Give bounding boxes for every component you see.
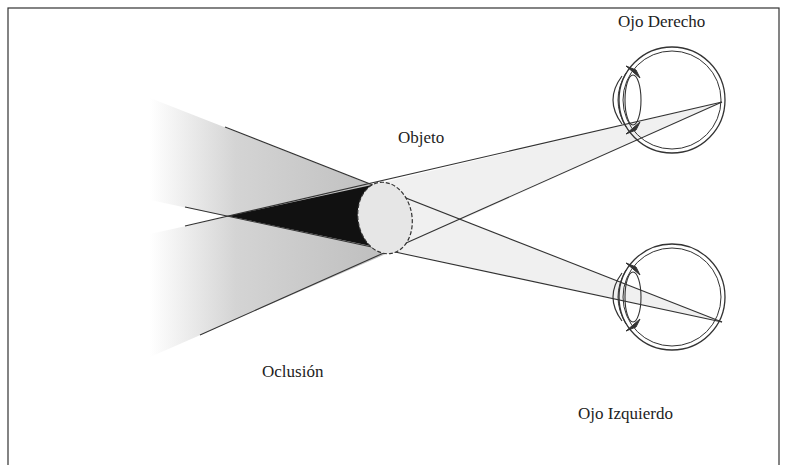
eye-label: Ojo Derecho	[618, 12, 705, 32]
left-eye	[613, 244, 725, 350]
object-ellipse	[352, 178, 418, 258]
frame	[8, 8, 779, 465]
object-label: Objeto	[398, 128, 444, 148]
eye-label: Ojo Izquierdo	[578, 404, 673, 424]
occlusion-label: Oclusión	[262, 362, 323, 382]
right-eye	[613, 47, 725, 153]
sight-lines	[185, 102, 722, 335]
